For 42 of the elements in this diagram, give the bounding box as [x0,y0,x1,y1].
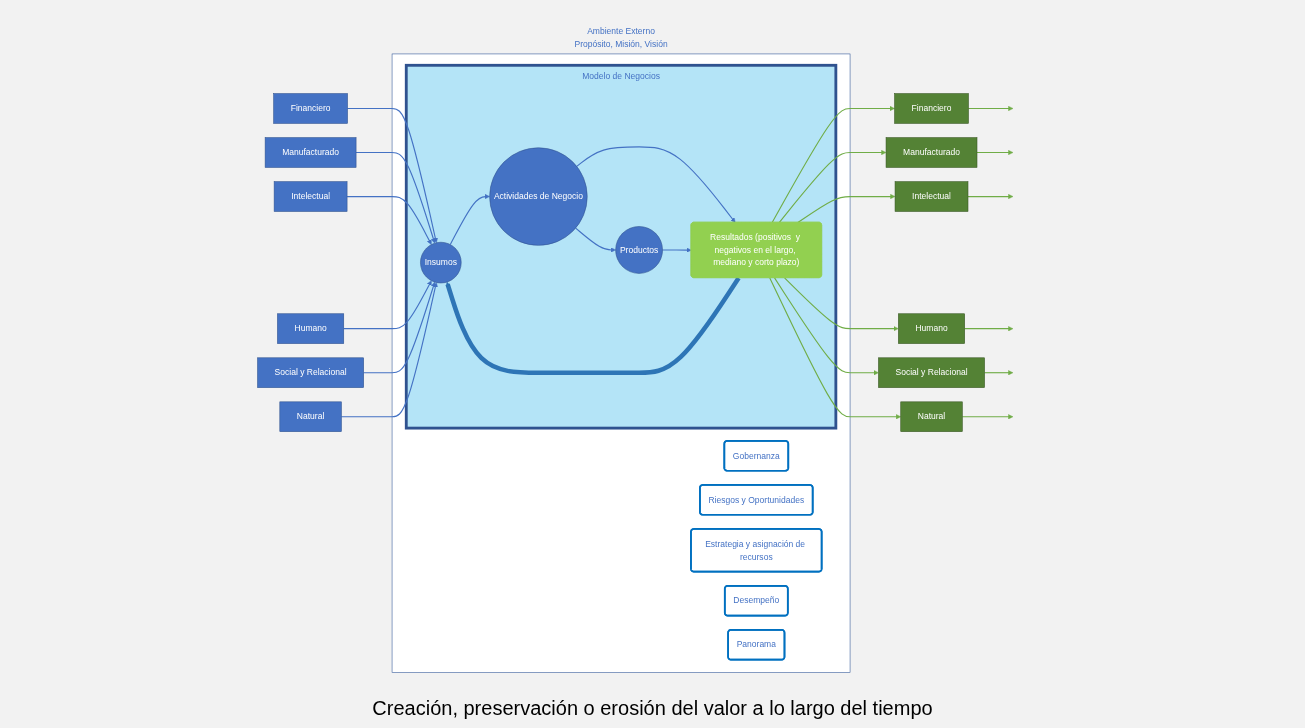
caption: Creación, preservación o erosión del valor a lo largo del tiempo [372,696,933,721]
arrow [797,193,896,223]
node-circle: Actividades de Negocio [489,146,588,246]
arrow [984,369,1014,375]
arrow [347,107,438,243]
node-circle: Insumos [420,241,462,283]
node-label: Propósito, Misión, Visión [574,38,668,49]
node-box: Natural [279,401,342,432]
arrow [964,325,1014,331]
arrow [961,413,1014,419]
arrow [784,276,899,331]
arrow [575,227,617,252]
node-box: Social y Relacional [257,357,365,388]
node-circle: Productos [615,225,663,274]
arrow [778,149,887,223]
node-box: Natural [900,401,963,432]
arrow [976,149,1014,155]
arrow [445,276,741,375]
node-box: Humano [277,312,345,344]
arrow [341,281,438,417]
node-box: Manufacturado [885,136,978,168]
arrow [449,193,491,245]
cluster [391,53,851,673]
node-box: Financiero [894,92,969,124]
node-box: Intelectual [894,180,969,212]
arrow [774,276,879,375]
node-box: Humano [898,312,966,344]
arrow [771,105,895,223]
node-label: Ambiente Externo [587,25,656,36]
node-box: Manufacturado [265,136,357,168]
arrow [355,151,436,243]
arrow [769,276,902,419]
node-box: Intelectual [274,180,348,212]
arrow [363,281,436,373]
arrow [968,105,1014,111]
arrow [343,279,432,329]
arrow [346,195,432,245]
arrow [576,145,736,223]
node-box: Financiero [273,92,348,124]
arrow [967,193,1014,199]
node-box: Social y Relacional [878,357,986,388]
arrow [662,247,692,253]
